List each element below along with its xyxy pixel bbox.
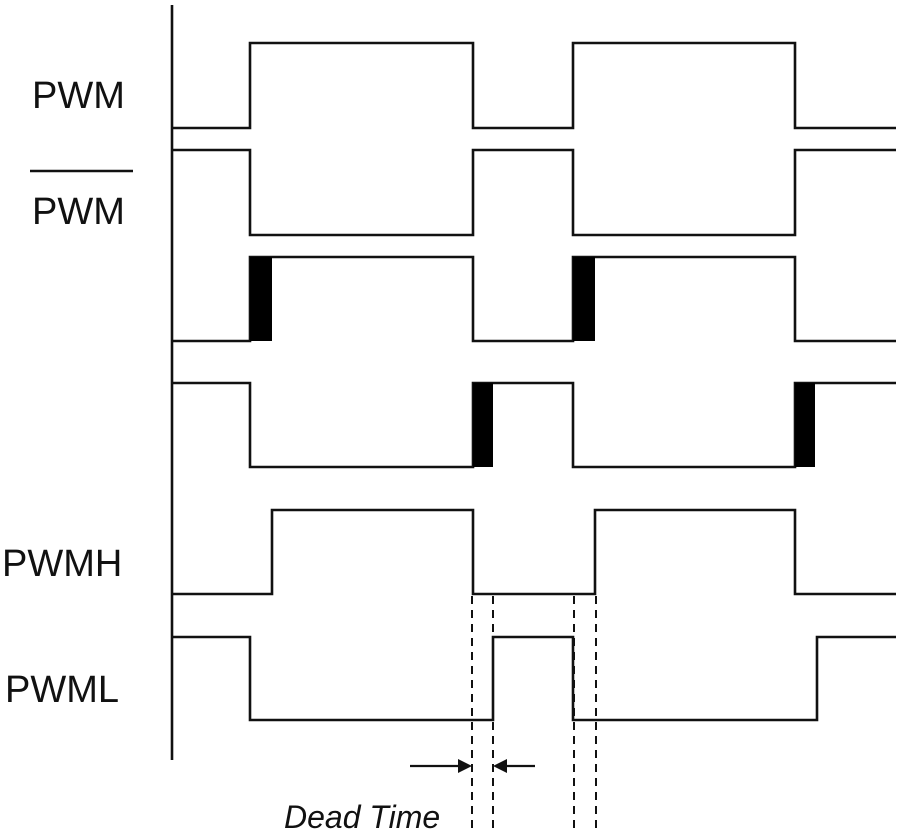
waveform-pwm-delayed [172, 255, 896, 343]
waveform-pwm-complement-delayed [172, 381, 896, 469]
label-dead-time: Dead Time [284, 799, 440, 832]
label-pwm-bar: PWM [32, 191, 125, 233]
waveform-pwml [172, 635, 896, 722]
waveform-pwmh [172, 508, 896, 596]
arrowhead-left [493, 759, 507, 773]
label-pwml: PWML [5, 669, 119, 711]
dead-band-marker [473, 383, 493, 467]
dead-band-marker [573, 257, 595, 341]
arrowhead-right [458, 759, 472, 773]
dead-band-marker [250, 257, 272, 341]
label-pwm: PWM [32, 75, 125, 117]
dead-band-marker [795, 383, 815, 467]
waveform-pwm-complement [172, 148, 896, 237]
waveform-pwm [172, 41, 896, 130]
label-pwmh: PWMH [2, 543, 122, 585]
